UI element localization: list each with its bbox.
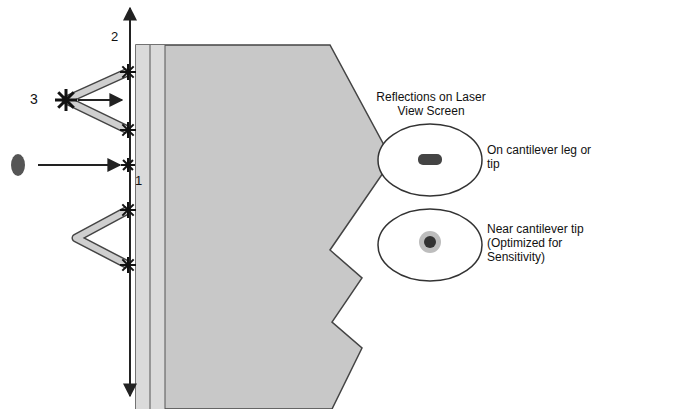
spot-stars [55,64,136,273]
callout-number: 2 [111,30,118,44]
reflection-halo [419,231,441,253]
laser-position-star [121,158,135,172]
laser-arrow [38,164,120,166]
screen-heading: Reflections on Laser View Screen [372,90,490,118]
reflection-note: On cantilever leg or tip [487,143,599,171]
move-arrow [78,99,122,101]
laser-position-star [55,89,77,111]
callout-number: 1 [135,174,142,188]
view-screen [378,124,482,196]
scan-axis [129,8,131,396]
cantilever-leg [76,210,128,265]
laser-position-star [120,122,136,138]
chip-edge [150,45,151,409]
laser-position-star [120,202,136,218]
laser-position-star [120,257,136,273]
reflection-note: Near cantilever tip (Optimized for Sensi… [487,222,587,264]
laser-spot [11,154,25,176]
laser-position-star [120,64,136,80]
reflection-bar [418,154,442,165]
reflection-dot [424,236,436,248]
chip-band [136,45,165,409]
chip-edge [165,45,166,409]
cantilever-leg [76,210,128,265]
callout-number: 3 [30,92,38,106]
view-screen [378,209,482,281]
probe-chip [136,45,392,409]
